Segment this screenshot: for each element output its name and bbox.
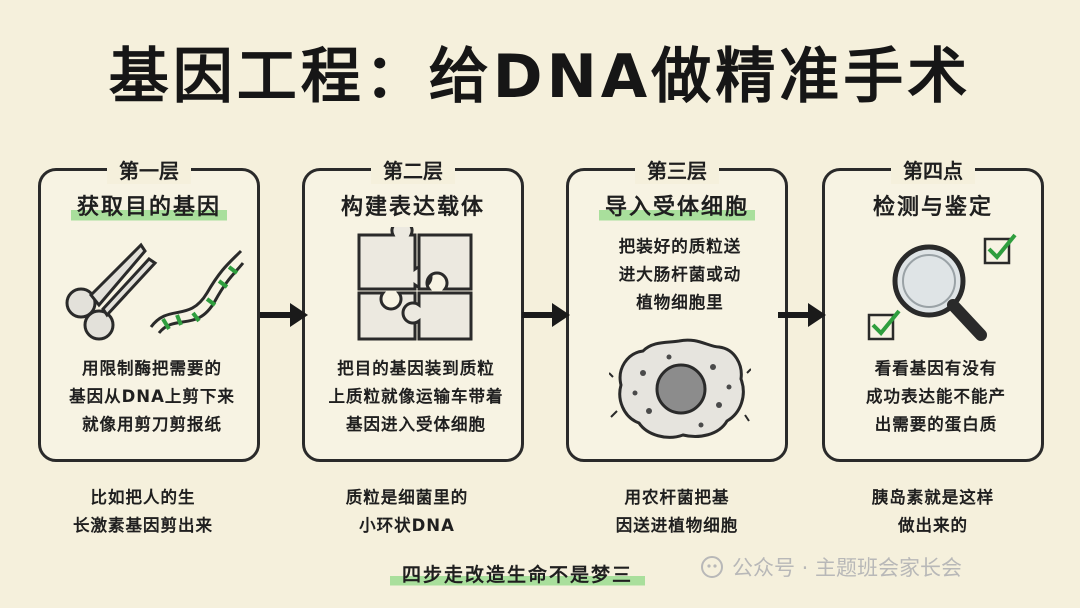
step-label: 第四点: [891, 155, 975, 184]
step-card-2: 第二层 构建表达载体 把目的基因装到质粒上质粒就像运输车带着基因进入受体细胞: [302, 155, 524, 462]
scissors-dna-icon: [65, 242, 245, 341]
wechat-icon: [701, 556, 723, 578]
watermark: 公众号 · 主题班会家长会: [700, 552, 962, 582]
step-title: 导入受体细胞: [569, 189, 785, 223]
page-title: 基因工程：给DNA做精准手术: [108, 42, 972, 112]
arrow-right-icon: [778, 303, 826, 327]
step-card-3: 第三层 导入受体细胞 把装好的质粒送进大肠杆菌或动植物细胞里: [566, 155, 788, 462]
step-description: 把目的基因装到质粒上质粒就像运输车带着基因进入受体细胞: [328, 359, 504, 434]
step-note: 用农杆菌把基因送进植物细胞: [615, 488, 739, 535]
step-description: 用限制酶把需要的基因从DNA上剪下来就像用剪刀剪报纸: [69, 359, 235, 434]
step-label: 第三层: [635, 155, 719, 184]
step-description: 看看基因有没有成功表达能不能产出需要的蛋白质: [866, 359, 1006, 434]
step-label: 第一层: [107, 155, 191, 184]
step-note: 比如把人的生长激素基因剪出来: [73, 488, 213, 535]
step-label: 第二层: [371, 155, 455, 184]
step-description: 把装好的质粒送进大肠杆菌或动植物细胞里: [618, 237, 742, 312]
footer-slogan: 四步走改造生命不是梦三: [390, 560, 646, 587]
step-note: 质粒是细菌里的小环状DNA: [345, 488, 469, 535]
step-card-1: 第一层 获取目的基因 用限制酶把需要的基因从DNA上剪下来就像用剪刀剪报纸: [38, 155, 260, 462]
step-title: 检测与鉴定: [872, 195, 993, 220]
cell-icon: [609, 338, 751, 439]
arrow-right-icon: [522, 303, 570, 327]
step-note: 胰岛素就是这样做出来的: [871, 488, 995, 535]
arrow-right-icon: [260, 303, 308, 327]
step-card-4: 第四点 检测与鉴定 看看基因有没有成功表达能不能产出需要的蛋白质: [822, 155, 1044, 462]
puzzle-icon: [357, 227, 473, 341]
step-title: 获取目的基因: [41, 189, 257, 223]
magnifier-checkmark-icon: [867, 233, 1017, 341]
step-title: 构建表达载体: [340, 195, 485, 220]
